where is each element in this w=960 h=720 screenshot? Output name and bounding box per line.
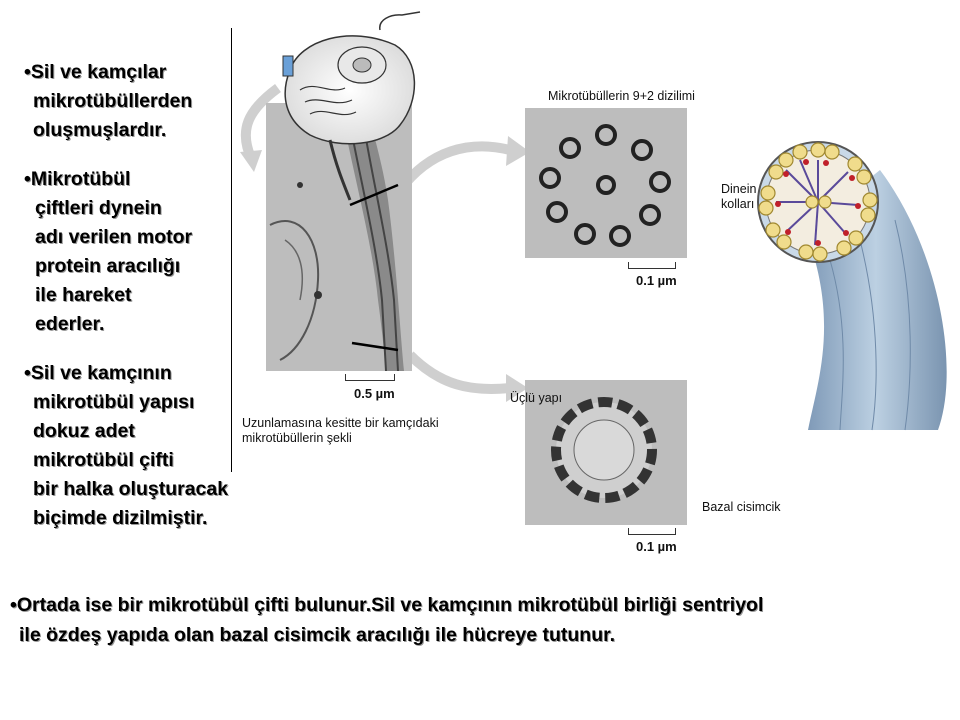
- arrow-to-cross-section: [396, 141, 512, 194]
- bullet1-line3: oluşmuşlardır.: [33, 119, 167, 141]
- flagellum-illustration: [757, 141, 947, 431]
- bottom-text-block: •Ortada ise bir mikrotübül çifti bulunur…: [10, 590, 950, 650]
- bottom-line2: ile özdeş yapıda olan bazal cisimcik ara…: [19, 624, 616, 646]
- caption-triplet: Üçlü yapı: [510, 391, 563, 405]
- bullet2-line2: çiftleri dynein: [35, 197, 162, 219]
- scale-label-longitudinal: 0.5 µm: [354, 386, 395, 401]
- bullet3-line1: •Sil ve kamçının: [24, 362, 172, 384]
- bullet2-line4: protein aracılığı: [35, 255, 181, 277]
- bullet3-line5: bir halka oluşturacak: [33, 478, 229, 500]
- caption-longitudinal: Uzunlamasına kesitte bir kamçıdaki mikro…: [242, 416, 439, 445]
- bullet1-line2: mikrotübüllerden: [33, 90, 193, 112]
- cross-section-micrograph: [525, 108, 687, 258]
- scale-label-basal-section: 0.1 µm: [636, 539, 677, 554]
- bullet2-line3: adı verilen motor: [35, 226, 193, 248]
- caption-dynein: Dinein kolları: [721, 182, 757, 211]
- bullet3-line2: mikrotübül yapısı: [33, 391, 195, 413]
- bullet2-line1: •Mikrotübül: [24, 168, 131, 190]
- bullet3-line4: mikrotübül çifti: [33, 449, 174, 471]
- scale-bar-longitudinal: [345, 374, 395, 381]
- bullet2-line5: ile hareket: [35, 284, 132, 306]
- divider-line: [231, 28, 232, 472]
- bullet2-line6: ederler.: [35, 313, 105, 335]
- bottom-line1: •Ortada ise bir mikrotübül çifti bulunur…: [10, 594, 764, 616]
- cell-diagram: [282, 11, 421, 201]
- bullet1-line1: •Sil ve kamçılar: [24, 61, 167, 83]
- arrow-to-basal-section: [406, 351, 511, 395]
- caption-basal: Bazal cisimcik: [702, 500, 781, 514]
- scale-bar-basal-section: [628, 528, 676, 535]
- bullet3-line3: dokuz adet: [33, 420, 135, 442]
- bullet3-line6: biçimde dizilmiştir.: [33, 507, 208, 529]
- basal-section-micrograph: [525, 380, 687, 525]
- left-text-block: •Sil ve kamçılar mikrotübüllerden oluşmu…: [24, 58, 284, 533]
- caption-arrangement: Mikrotübüllerin 9+2 dizilimi: [548, 89, 695, 103]
- scale-label-cross-section: 0.1 µm: [636, 273, 677, 288]
- scale-bar-cross-section: [628, 262, 676, 269]
